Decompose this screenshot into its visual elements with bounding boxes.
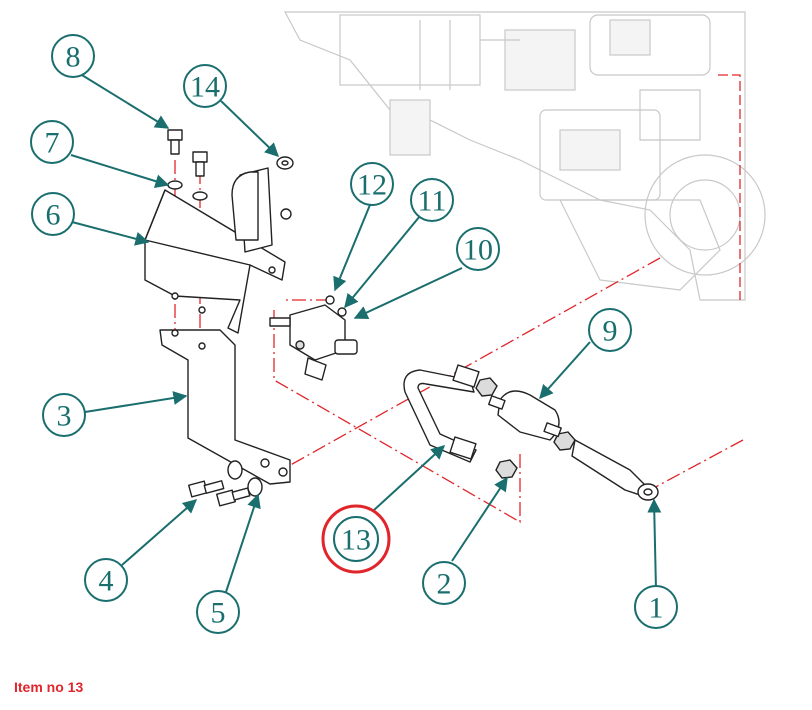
part-nuts-2 bbox=[475, 377, 576, 479]
callout-13-label: 13 bbox=[341, 524, 371, 557]
callout-8-label: 8 bbox=[66, 41, 81, 74]
engine-background bbox=[283, 11, 766, 301]
part-bolts-8 bbox=[167, 129, 208, 177]
item-caption: Item no 13 bbox=[14, 679, 84, 695]
callout-1-label: 1 bbox=[649, 592, 664, 625]
callout-6[interactable]: 6 bbox=[31, 192, 75, 236]
callout-2-label: 2 bbox=[437, 568, 452, 601]
callout-6-label: 6 bbox=[46, 199, 61, 232]
callout-1[interactable]: 1 bbox=[634, 585, 678, 629]
callout-3-label: 3 bbox=[57, 400, 72, 433]
parts-diagram: 8 7 6 14 12 11 10 9 3 4 5 13 bbox=[30, 11, 766, 634]
callout-10-label: 10 bbox=[463, 234, 493, 267]
part-bolts-4 bbox=[188, 480, 251, 507]
callout-11[interactable]: 11 bbox=[410, 178, 454, 222]
callout-11-label: 11 bbox=[418, 185, 447, 218]
part-bracket-3 bbox=[159, 329, 291, 485]
part-bracket-6 bbox=[144, 189, 286, 334]
leader-lines bbox=[70, 71, 662, 596]
callout-12-label: 12 bbox=[357, 169, 387, 202]
callout-12[interactable]: 12 bbox=[350, 162, 394, 206]
part-fuel-pump bbox=[269, 295, 358, 381]
callout-7-label: 7 bbox=[45, 127, 60, 160]
callout-4[interactable]: 4 bbox=[84, 558, 128, 602]
callout-5-label: 5 bbox=[211, 597, 226, 630]
callout-9-label: 9 bbox=[603, 315, 618, 348]
part-banjo-1 bbox=[571, 439, 659, 501]
part-pipe-13 bbox=[403, 364, 480, 463]
callout-8[interactable]: 8 bbox=[51, 34, 95, 78]
callout-2[interactable]: 2 bbox=[422, 561, 466, 605]
callout-5[interactable]: 5 bbox=[196, 590, 240, 634]
callout-14-label: 14 bbox=[190, 71, 220, 104]
callout-3[interactable]: 3 bbox=[42, 393, 86, 437]
part-washers-7 bbox=[167, 180, 208, 201]
part-fuel-filter-9 bbox=[488, 390, 562, 441]
callout-14[interactable]: 14 bbox=[183, 64, 227, 108]
callout-4-label: 4 bbox=[99, 565, 114, 598]
highlight-ring bbox=[321, 504, 391, 574]
callout-9[interactable]: 9 bbox=[588, 308, 632, 352]
callout-13[interactable]: 13 bbox=[321, 504, 391, 574]
part-washers-5 bbox=[227, 460, 263, 497]
callout-10[interactable]: 10 bbox=[456, 227, 500, 271]
part-clamp bbox=[231, 167, 292, 253]
callout-7[interactable]: 7 bbox=[30, 120, 74, 164]
part-washer-14 bbox=[276, 156, 294, 170]
